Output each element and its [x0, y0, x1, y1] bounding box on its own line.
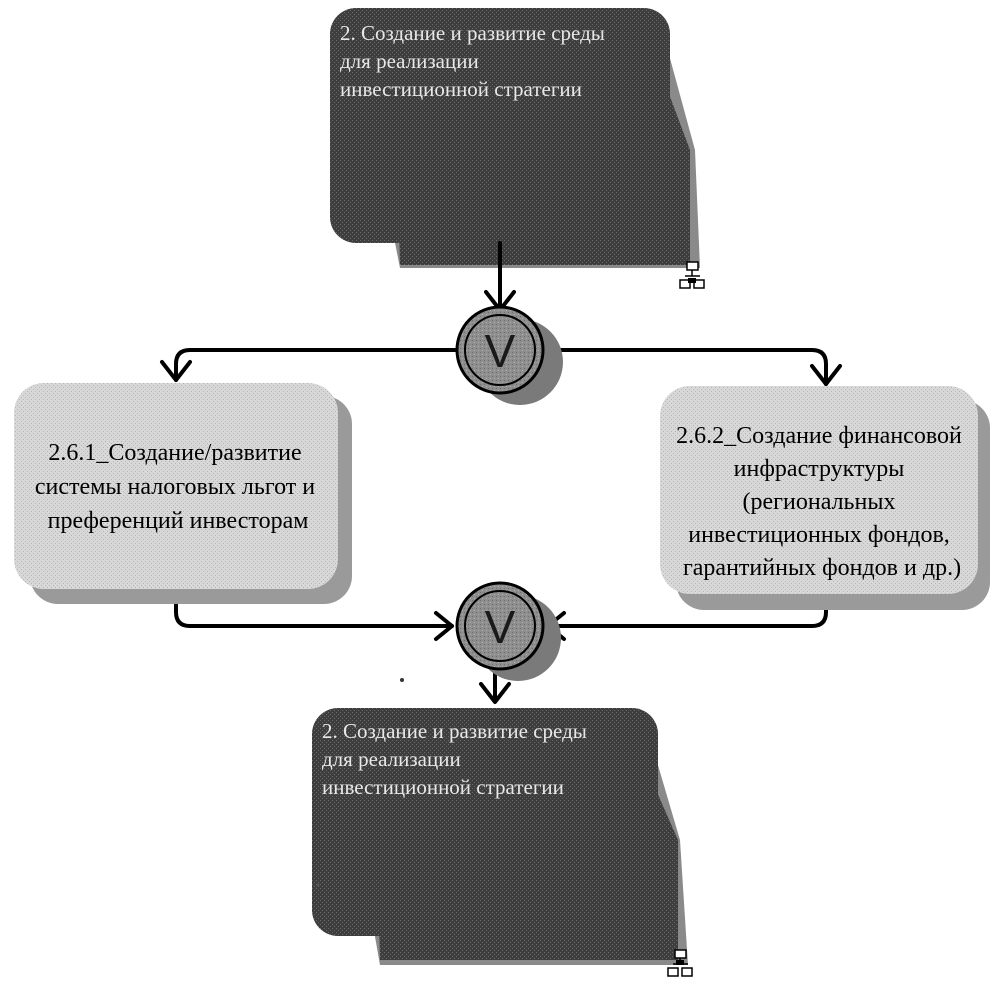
bottom-node-hierarchy-icon[interactable]: [667, 949, 693, 977]
edge-gateway-to-left: [174, 348, 459, 382]
bottom-node-shape: [312, 708, 658, 936]
gateway-top-symbol: V: [485, 325, 516, 377]
left-node[interactable]: 2.6.1_Создание/развитие системы налоговы…: [14, 383, 352, 604]
arrowhead-left-node: [160, 360, 192, 382]
top-node-line-2: для реализации: [340, 49, 479, 73]
scan-speck: [400, 678, 404, 682]
edge-right-to-gateway: [546, 590, 828, 628]
bottom-node-line-2: для реализации: [322, 747, 461, 771]
top-node-hierarchy-icon[interactable]: [679, 261, 705, 289]
top-node-shape: [330, 8, 670, 243]
gateway-bottom[interactable]: V: [455, 581, 561, 681]
bottom-node[interactable]: 2. Создание и развитие среды для реализа…: [312, 708, 688, 965]
left-node-line-2: системы налоговых льгот и: [35, 474, 315, 500]
svg-text:2. Создание и развитие среды: 2. Создание и развитие среды для реализа…: [322, 719, 592, 799]
right-node-line-1: 2.6.2_Создание финансовой: [676, 423, 962, 449]
svg-text:2. Создание и развитие среды: 2. Создание и развитие среды для реализа…: [340, 21, 610, 101]
gateway-bottom-circle: [455, 581, 545, 671]
arrowhead-right-node: [810, 364, 842, 386]
scan-speck: [316, 883, 320, 887]
right-node-line-3: (региональных: [743, 489, 896, 515]
edge-gateway-to-right: [541, 348, 828, 386]
right-node-line-2: инфраструктуры: [734, 456, 905, 482]
right-node-line-5: гарантийных фондов и др.): [683, 555, 961, 581]
svg-text:2.6.1_Создание/развитие: 2.6.1_Создание/развитие системы налоговы…: [35, 440, 321, 534]
top-node-line-1: 2. Создание и развитие среды: [340, 21, 605, 45]
edge-left-to-gateway: [174, 585, 454, 628]
arrowhead-gateway-bottom-left: [434, 611, 454, 641]
gateway-bottom-symbol: V: [485, 601, 516, 653]
gateway-bottom-inner-ring: [464, 590, 536, 662]
gateway-top-circle: [455, 305, 545, 395]
left-node-shape: [14, 383, 338, 589]
gateway-top-inner-ring: [464, 314, 536, 386]
right-node[interactable]: 2.6.2_Создание финансовой инфраструктуры…: [660, 386, 990, 610]
top-node[interactable]: 2. Создание и развитие среды для реализа…: [330, 8, 700, 268]
gateway-top[interactable]: V: [455, 305, 563, 405]
right-node-shape: [660, 386, 978, 594]
left-node-line-1: 2.6.1_Создание/развитие: [48, 440, 301, 466]
top-node-line-3: инвестиционной стратегии: [340, 77, 582, 101]
left-node-line-3: преференций инвесторам: [48, 508, 309, 534]
bottom-node-line-1: 2. Создание и развитие среды: [322, 719, 587, 743]
right-node-line-4: инвестиционных фондов,: [688, 522, 950, 548]
arrowhead-bottom-node: [479, 682, 511, 704]
bottom-node-line-3: инвестиционной стратегии: [322, 775, 564, 799]
svg-text:2.6.2_Создание финансовой: 2.6.2_Создание финансовой инфраструктуры…: [676, 423, 968, 581]
